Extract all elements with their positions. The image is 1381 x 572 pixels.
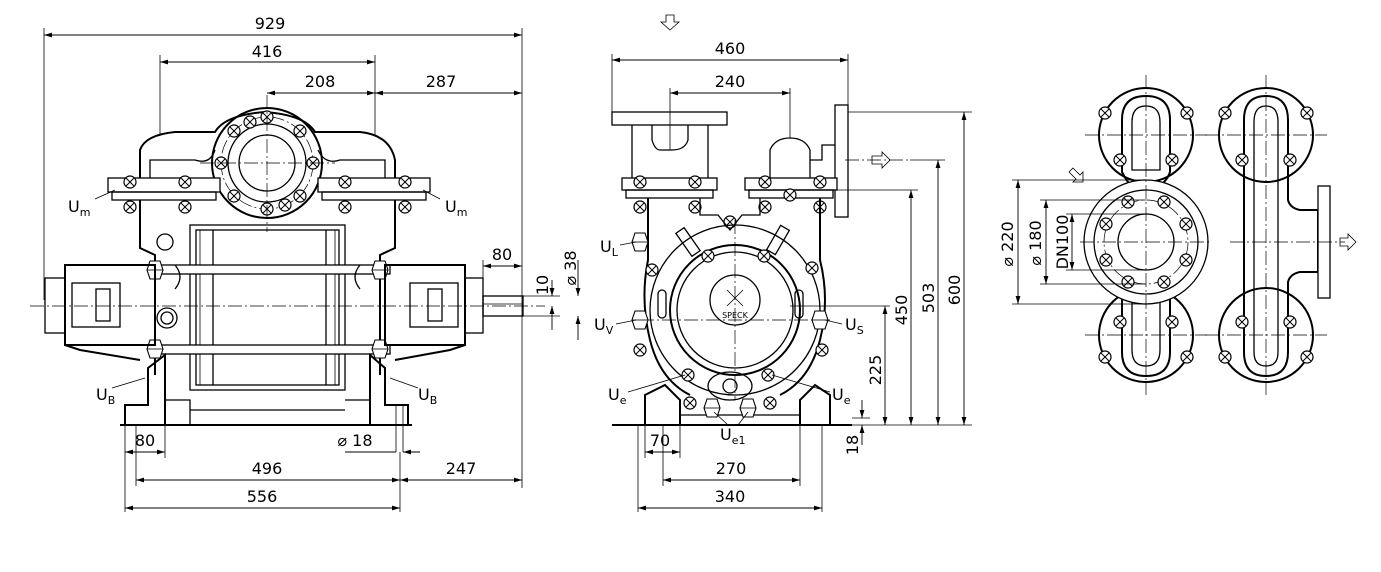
dim-80-foot: 80 — [135, 431, 155, 450]
dim-dn100: DN100 — [1053, 215, 1072, 270]
label-ue-left: Ue — [608, 385, 627, 407]
label-um-right: Um — [445, 197, 467, 219]
arrow-right-icon — [1339, 233, 1357, 251]
speck-logo: SPECK — [722, 311, 749, 320]
dim-340: 340 — [715, 487, 746, 506]
dim-225: 225 — [866, 355, 885, 386]
dim-496: 496 — [252, 459, 283, 478]
arrow-down-icon — [659, 14, 681, 31]
dim-38: ⌀ 38 — [561, 250, 580, 285]
dim-460: 460 — [715, 39, 746, 58]
side-view: SPECK — [611, 14, 910, 426]
label-us: US — [845, 315, 864, 337]
dim-240: 240 — [715, 72, 746, 91]
dim-600: 600 — [945, 275, 964, 306]
manifold-dimensions: ⌀ 220 ⌀ 180 DN100 — [998, 179, 1146, 305]
arrow-diagonal-icon — [1068, 167, 1084, 183]
label-ue-right: Ue — [832, 385, 851, 407]
dim-929: 929 — [255, 14, 286, 33]
dim-287: 287 — [426, 72, 457, 91]
dim-180: ⌀ 180 — [1026, 220, 1045, 265]
dim-556: 556 — [247, 487, 278, 506]
label-ub-left: UB — [96, 385, 115, 407]
front-view — [30, 95, 545, 452]
dim-270: 270 — [716, 459, 747, 478]
label-uv: UV — [594, 315, 614, 337]
label-ue1: Ue1 — [720, 425, 746, 447]
dim-18-base: 18 — [843, 435, 862, 455]
dim-208: 208 — [305, 72, 336, 91]
dim-503: 503 — [919, 283, 938, 314]
label-ul: UL — [600, 237, 619, 259]
label-um-left: Um — [68, 197, 90, 219]
manifold-view-right — [1205, 75, 1357, 395]
front-view-dimensions: 929 416 208 287 80 10 ⌀ 38 80 ⌀ 18 496 2… — [43, 14, 581, 512]
arrow-right-icon — [871, 151, 891, 169]
dim-70: 70 — [650, 431, 670, 450]
dim-10: 10 — [533, 275, 552, 295]
side-view-dimensions: 460 240 600 503 450 225 18 70 270 340 — [594, 39, 972, 512]
dim-450: 450 — [892, 295, 911, 326]
label-ub-right: UB — [418, 385, 437, 407]
manifold-view-left — [1068, 75, 1212, 395]
dim-bolt-18: ⌀ 18 — [337, 431, 372, 450]
dim-80-shaft: 80 — [492, 245, 512, 264]
dim-247: 247 — [446, 459, 477, 478]
dim-416: 416 — [252, 42, 283, 61]
dim-220: ⌀ 220 — [998, 221, 1017, 266]
